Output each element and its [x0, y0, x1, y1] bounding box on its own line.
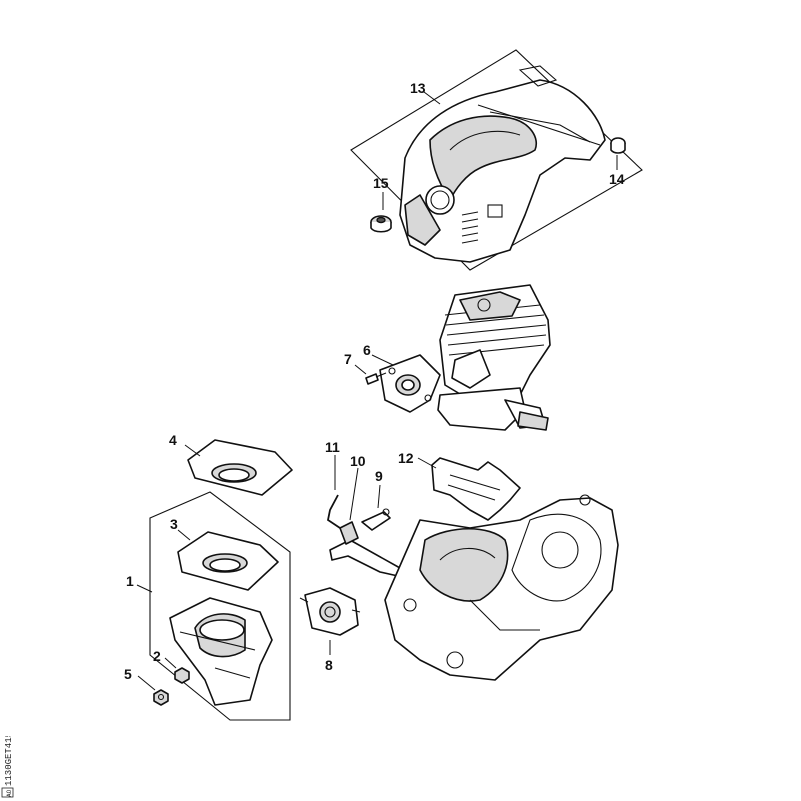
carburetor-part-8 — [299, 587, 361, 655]
drawing-code: 1130GET4152 AO — [1, 736, 14, 798]
nut-part-5 — [153, 689, 169, 706]
rod-part-11 — [326, 494, 341, 529]
cylinder-assembly — [437, 284, 551, 431]
shroud-group — [350, 49, 643, 271]
callout-14: 14 — [609, 171, 625, 187]
callout-7: 7 — [344, 351, 352, 367]
filter-housing-frame — [149, 491, 291, 721]
drawing-code-text: 1130GET4152 — [4, 736, 14, 786]
callout-4: 4 — [169, 432, 177, 448]
grommet-part-15 — [370, 215, 392, 233]
shaft-part-10 — [329, 521, 411, 577]
callout-3: 3 — [170, 516, 178, 532]
callout-8: 8 — [325, 657, 333, 673]
callout-15: 15 — [373, 175, 389, 191]
crankcase-part — [384, 494, 619, 681]
drawing-code-suffix: AO — [6, 789, 13, 797]
callout-12: 12 — [398, 450, 414, 466]
callout-9: 9 — [375, 468, 383, 484]
gasket-part-3 — [177, 531, 279, 591]
callout-1: 1 — [126, 573, 134, 589]
nut-part-2 — [174, 667, 190, 684]
screw-part-7 — [365, 372, 387, 385]
callout-6: 6 — [363, 342, 371, 358]
filter-housing-group — [136, 491, 291, 721]
flange-part-6 — [379, 354, 441, 413]
callout-13: 13 — [410, 80, 426, 96]
filter-part-4 — [184, 439, 293, 496]
plug-part-14 — [610, 137, 626, 154]
callout-labels: 13 14 15 6 7 4 11 10 9 12 3 1 2 5 8 — [124, 80, 625, 682]
callout-2: 2 — [153, 648, 161, 664]
callout-5: 5 — [124, 666, 132, 682]
callout-10: 10 — [350, 453, 366, 469]
shield-part-12 — [417, 457, 521, 521]
callout-11: 11 — [325, 439, 340, 455]
lever-part-9 — [361, 508, 391, 531]
